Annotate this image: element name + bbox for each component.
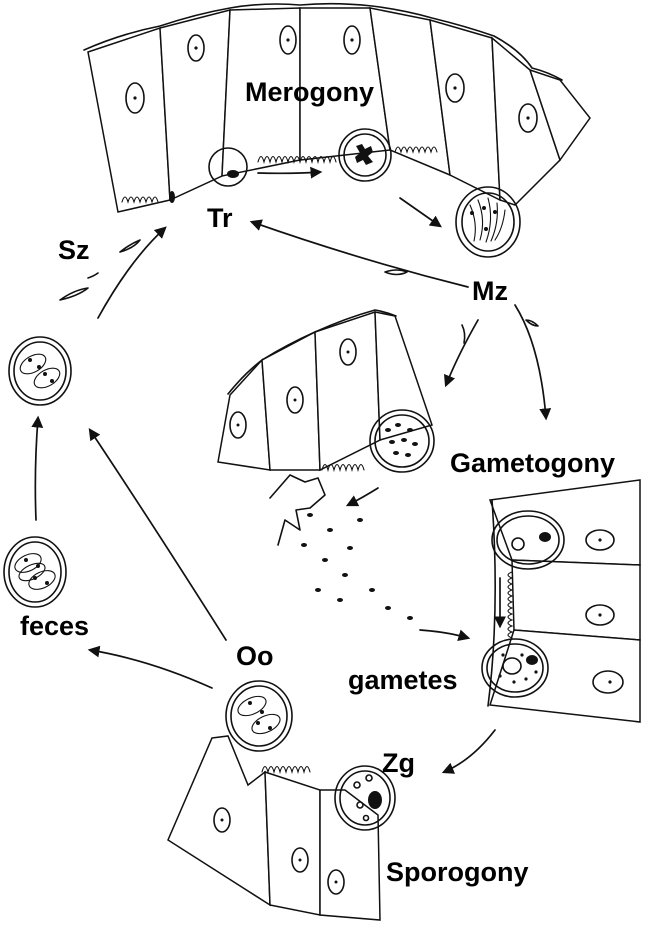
label-gametogony: Gametogony [450,448,615,478]
label-merozoite: Mz [472,276,508,306]
sporogony-epithelium [168,736,395,920]
label-oocyst: Oo [236,641,274,671]
oocyst-in-feces [4,537,66,607]
label-merogony: Merogony [245,77,374,107]
merogony-epithelium [84,4,590,257]
label-zygote: Zg [382,748,415,778]
label-sporozoite: Sz [58,235,90,265]
gametogony-epithelium [218,310,434,545]
label-sporogony: Sporogony [386,857,529,887]
label-feces: feces [20,611,89,641]
gamete-fusion-epithelium [482,480,640,722]
label-trophozoite: Tr [207,203,233,233]
microgametes [301,513,413,620]
sporulated-oocyst-upper [9,337,71,405]
oocyst-released [226,681,292,751]
label-gametes: gametes [348,665,458,695]
